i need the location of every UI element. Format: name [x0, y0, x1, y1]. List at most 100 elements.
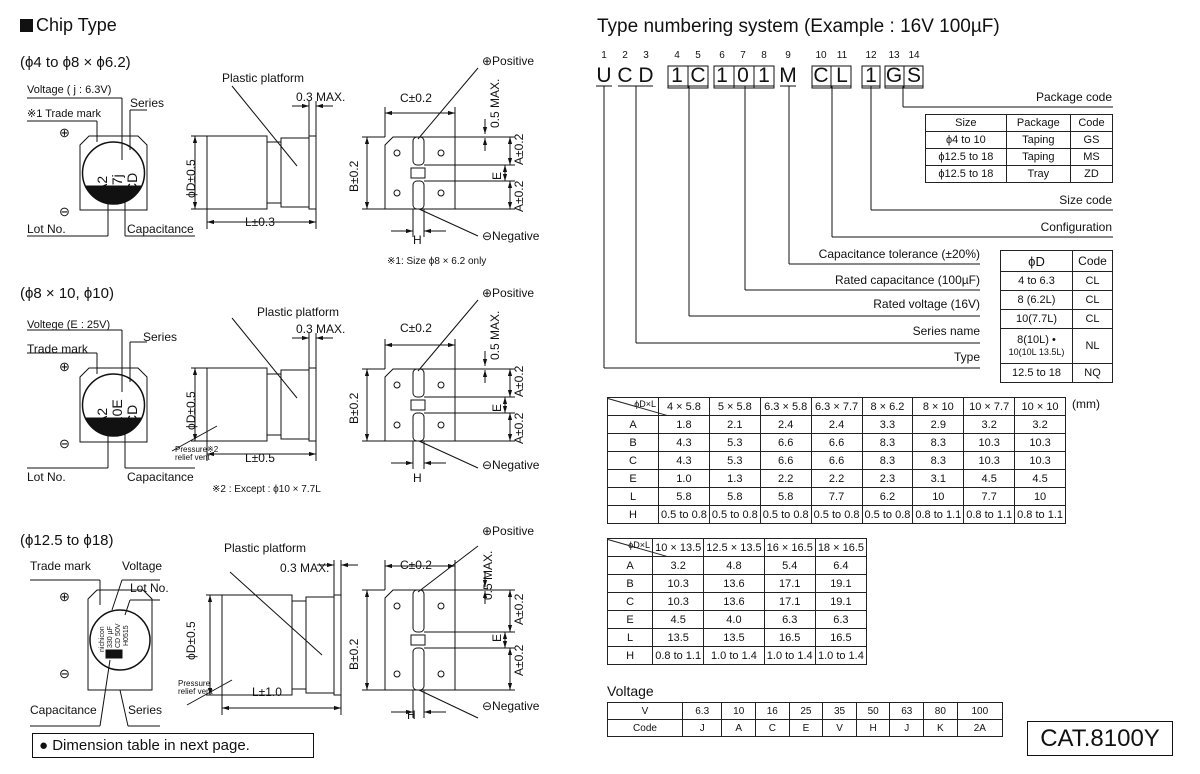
position-digit: 6 — [719, 50, 725, 61]
vent-leader — [186, 679, 233, 706]
table-row: 8 (6.2L)CL — [999, 290, 1113, 310]
marking-1: nichicon — [99, 626, 106, 652]
center-pad — [410, 634, 426, 646]
cell: 10.3 — [1014, 433, 1066, 452]
cell: 1.0 to 1.4 — [703, 646, 765, 665]
table-row: 10(7.7L)CL — [999, 309, 1113, 329]
cell: ϕ4 to 10 — [925, 131, 1007, 149]
cell: 1.0 to 1.4 — [763, 646, 816, 665]
row-label: Code — [607, 719, 683, 737]
capacitor-bottom — [384, 136, 456, 210]
marking-1: A2 — [94, 175, 110, 193]
plastic-platform-label: Plastic platform — [257, 305, 340, 319]
column-header: 4 × 5.8 — [658, 397, 710, 416]
cell: 1.0 — [658, 469, 710, 488]
cell: 5.3 — [708, 451, 761, 470]
cell: 2.9 — [912, 415, 965, 434]
column-header: 10 × 10 — [1014, 397, 1066, 416]
cell: 35 — [822, 702, 857, 720]
cell: Taping — [1005, 148, 1071, 166]
cell: 17.1 — [763, 574, 816, 593]
column-header: 10 × 13.5 — [652, 538, 705, 557]
pressure-vent-label: Pressure relief vent — [178, 679, 213, 696]
part-letter: 1 — [865, 64, 877, 87]
position-digit: 14 — [908, 50, 920, 61]
row-label: L — [607, 487, 659, 506]
cell: 1.3 — [708, 469, 761, 488]
cell: 16 — [755, 702, 790, 720]
capacitor-base — [87, 589, 153, 691]
column-header: 8 × 6.2 — [861, 397, 914, 416]
positive-leader — [417, 545, 479, 593]
cell: ϕ12.5 to 18 — [925, 165, 1007, 183]
trade-mark-label: Trade mark — [27, 342, 88, 356]
minus-icon: ⊖ — [59, 666, 70, 681]
negative-marking — [84, 185, 143, 205]
footnote: ※1: Size ϕ8 × 6.2 only — [387, 256, 487, 267]
capacitor-base — [79, 135, 148, 211]
cell: 6.6 — [810, 451, 863, 470]
cell: 4.3 — [658, 451, 710, 470]
cell: 4.3 — [658, 433, 710, 452]
a-dim-label-top: A±0.2 — [512, 133, 526, 165]
column-header: 5 × 5.8 — [708, 397, 761, 416]
cell: 3.2 — [963, 415, 1016, 434]
position-digit: 13 — [888, 50, 900, 61]
cell: 4.0 — [703, 610, 765, 629]
max-05-label: 0.5 MAX. — [481, 550, 495, 600]
numbering-title: Type numbering system (Example : 16V 100… — [597, 16, 1000, 37]
cell: K — [923, 719, 958, 737]
cell: 10.3 — [652, 574, 705, 593]
negative-terminal — [412, 647, 425, 691]
cell: 5.8 — [759, 487, 812, 506]
b-dim-label: B±0.2 — [347, 638, 361, 670]
cell: 17.1 — [763, 592, 816, 611]
cell: 19.1 — [814, 574, 868, 593]
capacitor-bottom — [384, 368, 456, 442]
capacitor-body-side — [221, 594, 293, 696]
position-digit: 12 — [865, 50, 877, 61]
column-header: 8 × 10 — [912, 397, 965, 416]
part-letter: 1 — [716, 64, 728, 87]
cell: H — [855, 719, 891, 737]
cell: 1.8 — [658, 415, 710, 434]
marking-3: CD — [124, 172, 140, 193]
hole — [437, 149, 445, 157]
unit-label: (mm) — [1072, 397, 1100, 411]
diameter-label: ϕD±0.5 — [184, 159, 198, 198]
max-05-label: 0.5 MAX. — [488, 310, 502, 360]
footnote: ※2 : Except : ϕ10 × 7.7L — [212, 484, 321, 495]
cell: 0.8 to 1.1 — [912, 505, 965, 524]
positive-terminal — [412, 589, 425, 633]
series-label: Series — [130, 96, 165, 110]
position-digit: 5 — [695, 50, 701, 61]
row-label: E — [606, 610, 654, 629]
position-digit: 8 — [761, 50, 767, 61]
cell: V — [822, 719, 857, 737]
length-label: L±1.0 — [252, 685, 282, 699]
cell: 7.7 — [810, 487, 863, 506]
cell: 2A — [956, 719, 1004, 737]
capacitance-label: Capacitance — [127, 470, 194, 484]
cell: 100 — [956, 702, 1004, 720]
negative-label: ⊖Negative — [482, 229, 540, 243]
cell: 0.8 to 1.1 — [652, 646, 705, 665]
cell: 6.6 — [759, 433, 812, 452]
cell: 2.4 — [810, 415, 863, 434]
part-letter: C — [617, 64, 633, 87]
cell: ZD — [1069, 165, 1114, 183]
cell: 8 (6.2L) — [999, 290, 1074, 310]
cell: 8.3 — [912, 451, 965, 470]
cell: CL — [1072, 271, 1113, 291]
cell: A — [721, 719, 757, 737]
cell: 6.3 — [814, 610, 868, 629]
max-03-label: 0.3 MAX. — [280, 561, 330, 575]
